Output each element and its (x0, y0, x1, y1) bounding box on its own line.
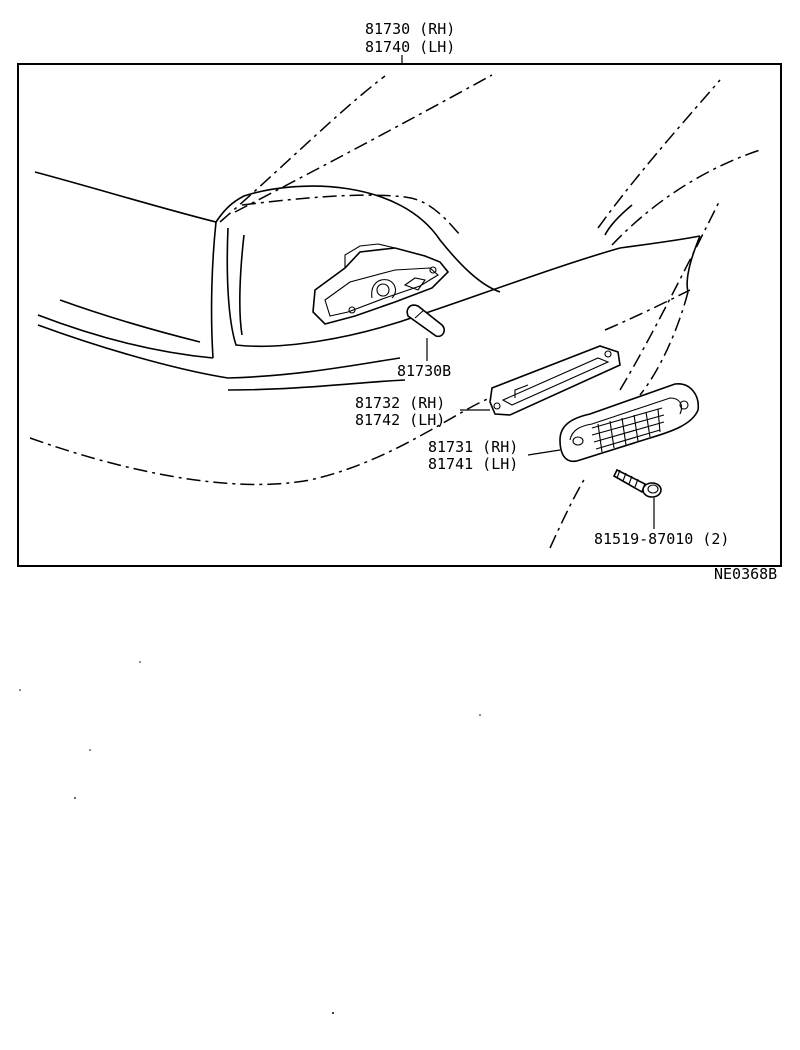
gasket-icon (489, 345, 621, 416)
label-part-81741-lh: 81741 (LH) (428, 455, 518, 473)
leader-lens (527, 449, 561, 456)
bulb-icon (406, 304, 445, 338)
label-part-81732-rh: 81732 (RH) (355, 394, 445, 412)
drawing-code: NE0368B (714, 565, 777, 583)
label-part-81731-rh: 81731 (RH) (428, 438, 518, 456)
label-part-81742-lh: 81742 (LH) (355, 411, 445, 429)
scan-specks (19, 661, 481, 1014)
label-part-81730-rh: 81730 (RH) (365, 20, 455, 38)
label-part-81740-lh: 81740 (LH) (365, 38, 455, 56)
diagram-frame (17, 63, 782, 567)
screw-icon (612, 468, 662, 498)
lens-grid (591, 407, 665, 453)
label-part-81519-87010: 81519-87010 (2) (594, 530, 729, 548)
label-part-81730b: 81730B (397, 362, 451, 380)
side-marker-lamp-housing-icon (312, 243, 450, 325)
lamp-lens-icon (559, 383, 700, 462)
car-body-outline (29, 74, 761, 549)
